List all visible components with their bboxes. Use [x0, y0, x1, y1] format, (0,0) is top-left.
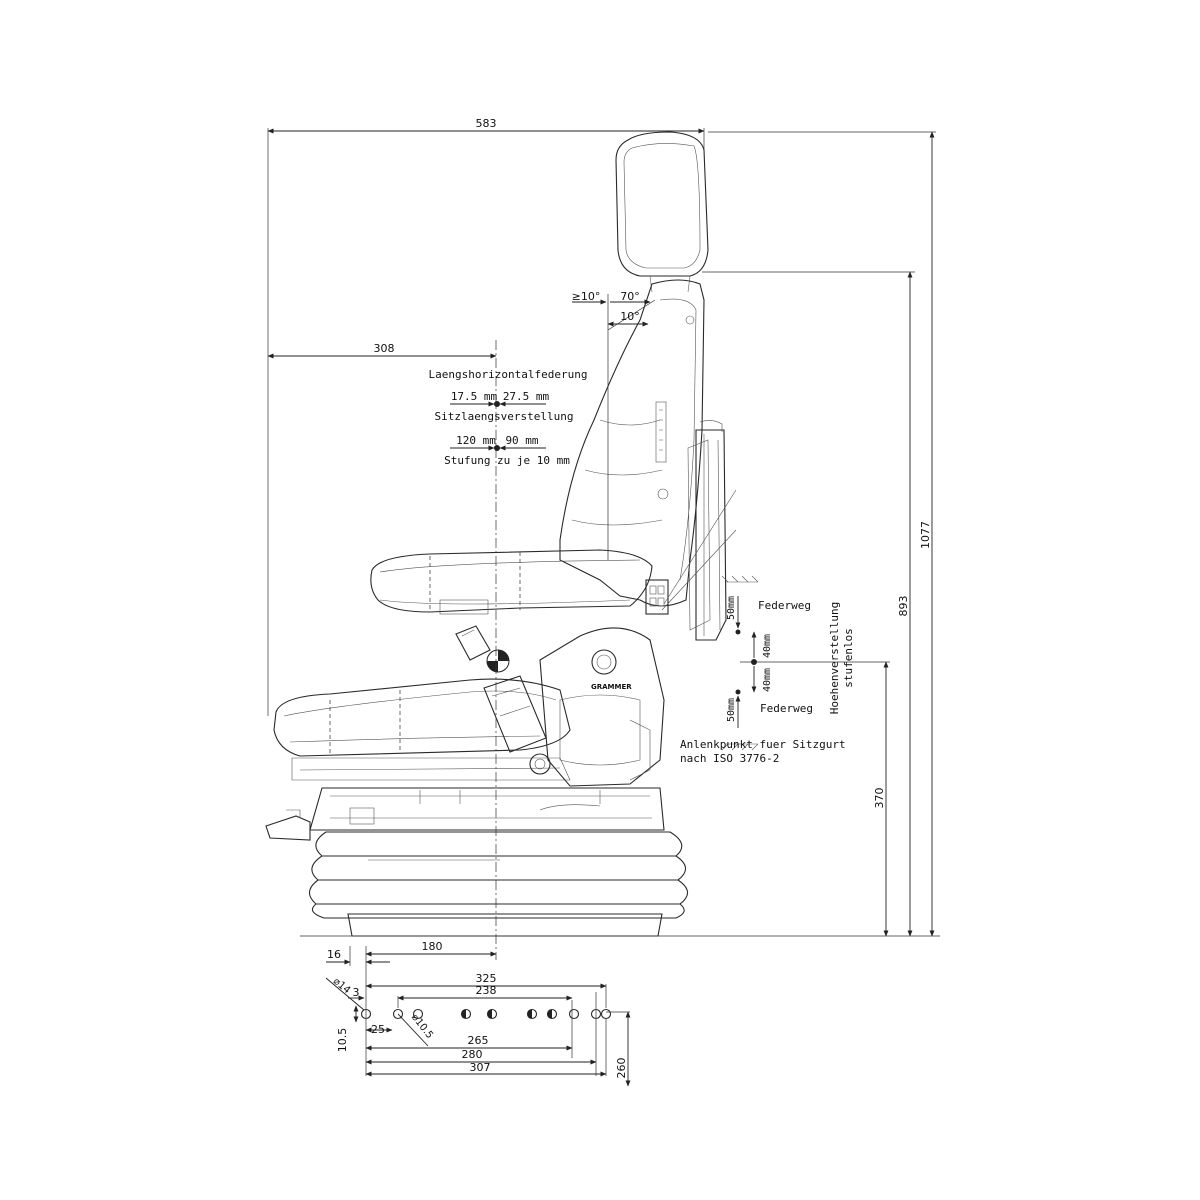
- backrest-angle-max: 70°: [620, 290, 640, 303]
- dimension-lines: 583 308 1077 893 370 16 180: [267, 117, 940, 1076]
- slide-rail: [265, 787, 665, 841]
- seat-reference-point-icon: [486, 649, 510, 673]
- label-seat-adjust: Sitzlaengsverstellung: [434, 410, 573, 423]
- adjustment-specs: Laengshorizontalfederung 17.5 mm 27.5 mm…: [429, 368, 588, 467]
- dim-238: 238: [476, 984, 497, 997]
- dim-25: 25: [371, 1023, 385, 1036]
- suspension-travel-dims: 50mm Federweg 40mm 40mm 50mm Federweg Ho…: [661, 489, 855, 765]
- mechanism-housing: GRAMMER: [539, 627, 665, 787]
- dim-325: 325: [476, 972, 497, 985]
- dim-10-5: 10.5: [336, 1028, 349, 1053]
- half-filled-hole-icon: [486, 1008, 498, 1020]
- label-height-adjust-1: Hoehenverstellung: [828, 602, 841, 715]
- adjust-back-value: 120 mm: [456, 434, 496, 447]
- backrest-angle-step: 10°: [620, 310, 640, 323]
- travel-top-mm: 50mm: [726, 596, 737, 620]
- label-adjust-steps: Stufung zu je 10 mm: [444, 454, 570, 467]
- armrest: [370, 549, 669, 615]
- suspension-bellows: [308, 831, 689, 937]
- dim-3: 3: [353, 986, 360, 999]
- height-down-mm: 40mm: [762, 668, 773, 692]
- backrest-angle-min: ≥10°: [572, 290, 601, 303]
- headrest: [615, 131, 709, 293]
- suspension-fwd-value: 27.5 mm: [503, 390, 550, 403]
- brand-label: GRAMMER: [591, 683, 632, 691]
- label-longitudinal-suspension: Laengshorizontalfederung: [429, 368, 588, 381]
- half-filled-hole-icon: [526, 1008, 538, 1020]
- rear-bracket: [687, 420, 727, 641]
- label-height-adjust-2: stufenlos: [842, 628, 855, 688]
- dim-583: 583: [476, 117, 497, 130]
- dim-308: 308: [374, 342, 395, 355]
- label-belt-anchor-2: nach ISO 3776-2: [680, 752, 779, 765]
- dim-280: 280: [462, 1048, 483, 1061]
- dim-370: 370: [873, 788, 886, 809]
- seat-side-view: GRAMMER: [265, 131, 727, 937]
- seat-cushion: [273, 678, 571, 781]
- mounting-hole-pattern: 325 238 265 280 307 260 ⌀14 3 25 10.5 ⌀1…: [325, 972, 631, 1087]
- dim-dia-14: ⌀14: [331, 976, 352, 996]
- half-filled-hole-icon: [546, 1008, 558, 1020]
- suspension-back-value: 17.5 mm: [451, 390, 498, 403]
- dim-260: 260: [615, 1058, 628, 1079]
- adjust-fwd-value: 90 mm: [505, 434, 538, 447]
- backrest-angle-dims: ≥10° 70° 10°: [572, 290, 656, 560]
- backrest: [559, 279, 705, 607]
- dim-307: 307: [470, 1061, 491, 1074]
- dim-dia-10-5: ⌀10.5: [409, 1012, 435, 1041]
- dim-265: 265: [468, 1034, 489, 1047]
- half-filled-hole-icon: [460, 1008, 472, 1020]
- travel-bottom-mm: 50mm: [726, 698, 737, 722]
- dim-180: 180: [422, 940, 443, 953]
- height-up-mm: 40mm: [762, 634, 773, 658]
- label-travel-top: Federweg: [758, 599, 811, 612]
- dim-893: 893: [897, 596, 910, 617]
- label-travel-bottom: Federweg: [760, 702, 813, 715]
- dim-1077: 1077: [919, 521, 932, 549]
- label-belt-anchor-1: Anlenkpunkt fuer Sitzgurt: [680, 738, 846, 751]
- dim-16: 16: [327, 948, 341, 961]
